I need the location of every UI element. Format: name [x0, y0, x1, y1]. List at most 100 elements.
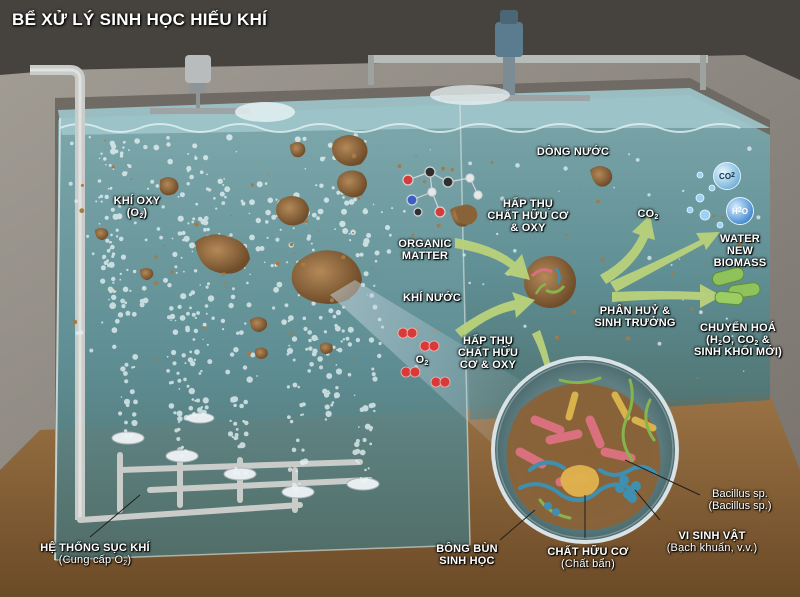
air-bubble — [69, 141, 74, 146]
sludge-particle — [357, 197, 361, 200]
air-bubble — [153, 144, 160, 151]
air-bubble — [175, 271, 178, 274]
air-bubble — [188, 293, 192, 297]
air-bubble — [298, 482, 301, 485]
air-bubble — [179, 232, 183, 236]
air-bubble — [171, 237, 174, 240]
label-biological-floc: BÔNG BÙN SINH HỌC — [436, 543, 498, 567]
label-water-biomass-line1: WATER — [720, 233, 760, 245]
air-bubble — [308, 346, 313, 351]
air-bubble — [198, 372, 202, 375]
air-bubble — [362, 241, 369, 248]
air-bubble — [242, 365, 248, 370]
air-bubble — [302, 316, 307, 321]
air-bubble — [166, 136, 170, 140]
air-bubble — [183, 235, 190, 242]
air-bubble — [334, 323, 338, 328]
air-bubble — [119, 154, 124, 158]
air-bubble — [219, 191, 225, 197]
air-bubble — [288, 315, 294, 321]
air-bubble — [362, 208, 369, 215]
air-bubble — [287, 467, 293, 472]
air-bubble — [377, 353, 382, 359]
air-bubble — [243, 267, 246, 269]
floc-near-molecule — [455, 204, 478, 225]
air-bubble — [224, 186, 231, 193]
air-bubble — [124, 433, 129, 439]
air-bubble — [182, 453, 185, 456]
air-bubble — [125, 403, 130, 408]
air-bubble — [462, 253, 466, 257]
air-bubble — [112, 168, 115, 171]
air-bubble — [105, 163, 107, 166]
air-bubble — [334, 396, 337, 399]
air-bubble — [181, 353, 186, 358]
air-bubble — [372, 376, 378, 382]
air-bubble — [213, 197, 216, 200]
air-bubble — [336, 190, 341, 195]
air-bubble — [109, 186, 113, 190]
label-co2-arrow: CO2 — [638, 208, 659, 221]
air-bubble — [167, 158, 173, 165]
air-bubble — [233, 469, 240, 477]
air-bubble — [202, 322, 207, 327]
back-rail-post-right — [700, 55, 706, 90]
air-bubble — [259, 246, 265, 251]
sludge-particle — [411, 233, 415, 237]
air-bubble — [371, 372, 376, 377]
air-bubble — [342, 228, 349, 234]
aeration-piping — [77, 447, 373, 523]
air-bubble — [188, 387, 195, 395]
sludge-particle — [205, 251, 207, 253]
air-bubble — [310, 242, 313, 245]
label-organic-matter-line1: ORGANIC — [398, 238, 452, 250]
glass-tank-front — [55, 105, 470, 560]
air-bubble — [386, 249, 392, 254]
sludge-particle — [170, 270, 174, 274]
air-bubble — [195, 202, 199, 206]
air-bubble — [110, 143, 117, 150]
air-bubble — [305, 223, 307, 225]
sludge-particle — [441, 166, 445, 171]
air-bubble — [311, 334, 318, 342]
sludge-particle — [130, 178, 133, 181]
air-bubble — [231, 435, 234, 439]
air-bubble — [99, 194, 104, 198]
sludge-particle — [79, 208, 85, 214]
air-bubble — [95, 200, 98, 203]
arrow-organic-to-floc — [455, 238, 530, 280]
label-conversion-line3: SINH KHỐI MỚI) — [694, 346, 782, 358]
air-bubble — [242, 419, 246, 423]
air-bubble — [194, 316, 197, 319]
air-bubble — [125, 310, 131, 316]
air-bubble — [235, 428, 239, 431]
air-bubble — [108, 298, 110, 301]
air-bubble — [291, 336, 298, 342]
air-bubble — [97, 179, 102, 183]
air-bubble — [335, 386, 339, 390]
air-bubble — [182, 238, 185, 242]
air-bubble — [139, 302, 145, 308]
air-bubble — [273, 286, 279, 293]
air-bubble — [299, 403, 304, 408]
sludge-particle — [153, 358, 156, 361]
air-bubble — [110, 241, 113, 244]
label-aeration-system: HỆ THỐNG SỤC KHÍ (Cung cấp O2) — [40, 542, 150, 567]
air-bubble — [202, 409, 207, 415]
air-bubble — [193, 328, 199, 334]
air-bubble — [194, 399, 197, 402]
air-bubble — [112, 281, 115, 284]
label-water-biomass-line3: BIOMASS — [713, 257, 767, 269]
air-bubble — [206, 173, 208, 176]
air-bubble — [249, 273, 251, 276]
air-bubble — [119, 278, 122, 281]
air-bubble — [342, 338, 346, 341]
air-bubble — [180, 293, 187, 300]
air-bubble — [109, 302, 116, 309]
air-bubble — [186, 182, 190, 186]
air-bubble — [134, 138, 140, 144]
air-bubble — [120, 298, 125, 304]
air-bubble — [191, 175, 194, 178]
air-bubble — [202, 397, 209, 404]
sludge-particle — [621, 304, 625, 307]
